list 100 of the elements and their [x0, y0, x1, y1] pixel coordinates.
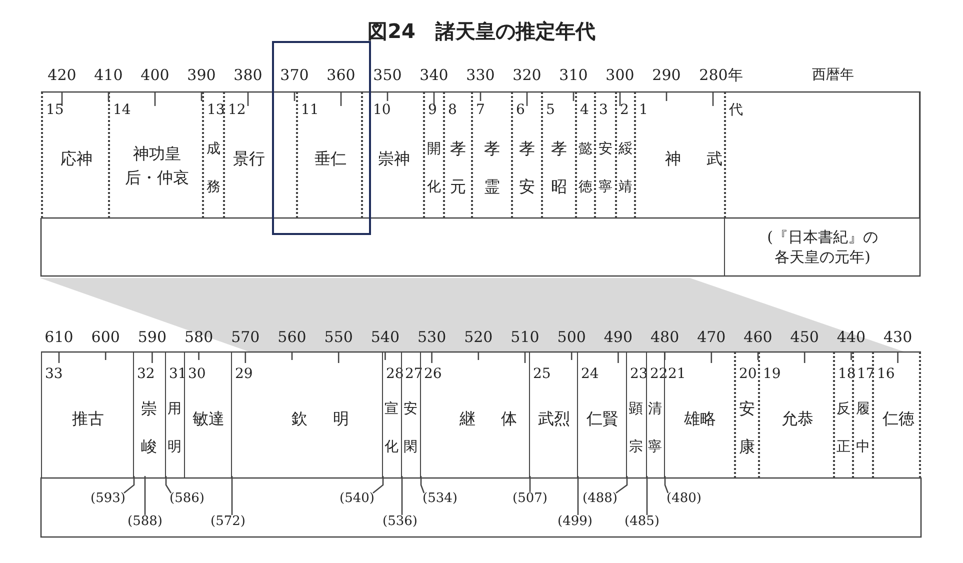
emperor-name: 孝安	[519, 138, 535, 198]
emperor-name: 用明	[168, 400, 182, 457]
axis-label: 380	[234, 66, 262, 84]
leader-line	[165, 476, 172, 494]
emperor-name: 孝霊	[484, 138, 500, 198]
axis-label: 410	[94, 66, 123, 84]
reign-cell	[401, 352, 420, 478]
axis-label: 440	[836, 328, 866, 346]
leader-line	[646, 476, 648, 515]
column-heading: 代	[729, 102, 743, 118]
reign-number: 11	[301, 102, 319, 118]
reign-cell	[872, 352, 921, 478]
leader-line	[144, 476, 146, 515]
axis-label: 560	[278, 328, 306, 346]
axis-label: 530	[417, 328, 446, 346]
leader-line	[577, 476, 579, 515]
reign-cell	[724, 92, 920, 218]
reign-cell	[615, 92, 634, 218]
axis-label: 570	[231, 328, 260, 346]
title: 図24 諸天皇の推定年代	[366, 18, 596, 45]
emperor-name: 反正	[836, 400, 850, 457]
year-label: (588)	[128, 514, 162, 529]
axis-label: 420	[48, 66, 76, 84]
year-label: (507)	[512, 491, 548, 506]
axis-label: 300	[606, 66, 634, 84]
emperor-name: 成務	[206, 140, 220, 197]
leader-line	[231, 476, 233, 515]
year-label: (536)	[382, 514, 418, 529]
leader-line	[124, 476, 135, 494]
emperor-name: 孝昭	[551, 138, 567, 198]
leader-line	[401, 476, 403, 515]
reign-number: 10	[373, 102, 391, 118]
leader-line	[420, 476, 425, 494]
year-label: (499)	[558, 514, 592, 529]
emperor-name: 神功皇后・仲哀	[124, 143, 190, 189]
axis-label: 600	[91, 328, 120, 346]
reign-number: 12	[228, 102, 246, 118]
reign-number: 2	[620, 102, 629, 118]
emperor-name: 応神	[60, 148, 92, 170]
reign-cell	[423, 92, 443, 218]
emperor-name: 顕宗	[629, 400, 643, 457]
reign-number: 15	[46, 102, 64, 118]
axis-label: 西暦年	[812, 66, 854, 84]
emperor-name: 神武	[665, 148, 748, 170]
axis-label: 290	[652, 66, 681, 84]
reign-cell	[165, 352, 184, 478]
reign-number: 6	[516, 102, 525, 118]
axis-label: 610	[44, 328, 74, 346]
emperor-name: 垂仁	[314, 148, 346, 170]
emperor-name: 開化	[427, 140, 441, 197]
emperor-name: 孝元	[450, 138, 466, 198]
axis-label: 340	[420, 66, 448, 84]
axis-label: 390	[187, 66, 216, 84]
reign-number: 3	[599, 102, 608, 118]
leader-line	[372, 476, 384, 494]
reign-cell	[626, 352, 646, 478]
emperor-name: 仁賢	[586, 408, 618, 430]
emperor-name: 崇峻	[141, 398, 157, 458]
reign-number: 1	[639, 102, 648, 118]
axis-label: 280年	[699, 66, 743, 85]
reign-cell	[634, 92, 724, 218]
axis-label: 540	[370, 328, 400, 346]
emperor-name: 允恭	[782, 408, 814, 430]
reign-number: 9	[428, 102, 437, 118]
emperor-name: 宣化	[384, 400, 398, 457]
axis-label: 460	[744, 328, 772, 346]
year-label: (572)	[210, 514, 246, 529]
axis-label: 400	[140, 66, 170, 84]
year-label: (485)	[624, 514, 660, 529]
axis-label: 590	[138, 328, 166, 346]
emperor-name: 景行	[233, 148, 265, 170]
axis-label: 310	[559, 66, 588, 84]
axis-label: 430	[883, 328, 912, 346]
emperor-name: 欽明	[292, 408, 375, 430]
axis-label: 510	[510, 328, 540, 346]
year-label: (540)	[340, 491, 374, 506]
leader-line	[529, 476, 531, 492]
emperor-name: 綏靖	[618, 140, 632, 197]
reign-number: 4	[580, 102, 589, 118]
emperor-name: 仁徳	[882, 408, 914, 430]
emperor-name: 雄略	[684, 408, 716, 430]
axis-label: 500	[557, 328, 586, 346]
emperor-name: 履中	[856, 400, 870, 457]
year-label: (534)	[422, 491, 458, 506]
emperor-name: 安康	[739, 398, 755, 458]
axis-label: 520	[464, 328, 493, 346]
axis-label: 330	[466, 66, 495, 84]
reign-number: 5	[546, 102, 555, 118]
axis-label: 470	[697, 328, 726, 346]
emperor-name: 推古	[72, 408, 104, 430]
reign-cell	[202, 92, 223, 218]
year-label: (488)	[582, 491, 618, 506]
emperor-name: 安閑	[404, 400, 418, 457]
axis-label: 450	[790, 328, 819, 346]
reign-cell	[594, 92, 615, 218]
axis-label: 490	[604, 328, 632, 346]
reign-cell	[382, 352, 401, 478]
leader-line	[616, 476, 628, 494]
axis-label: 580	[184, 328, 214, 346]
reign-cell	[734, 352, 758, 478]
